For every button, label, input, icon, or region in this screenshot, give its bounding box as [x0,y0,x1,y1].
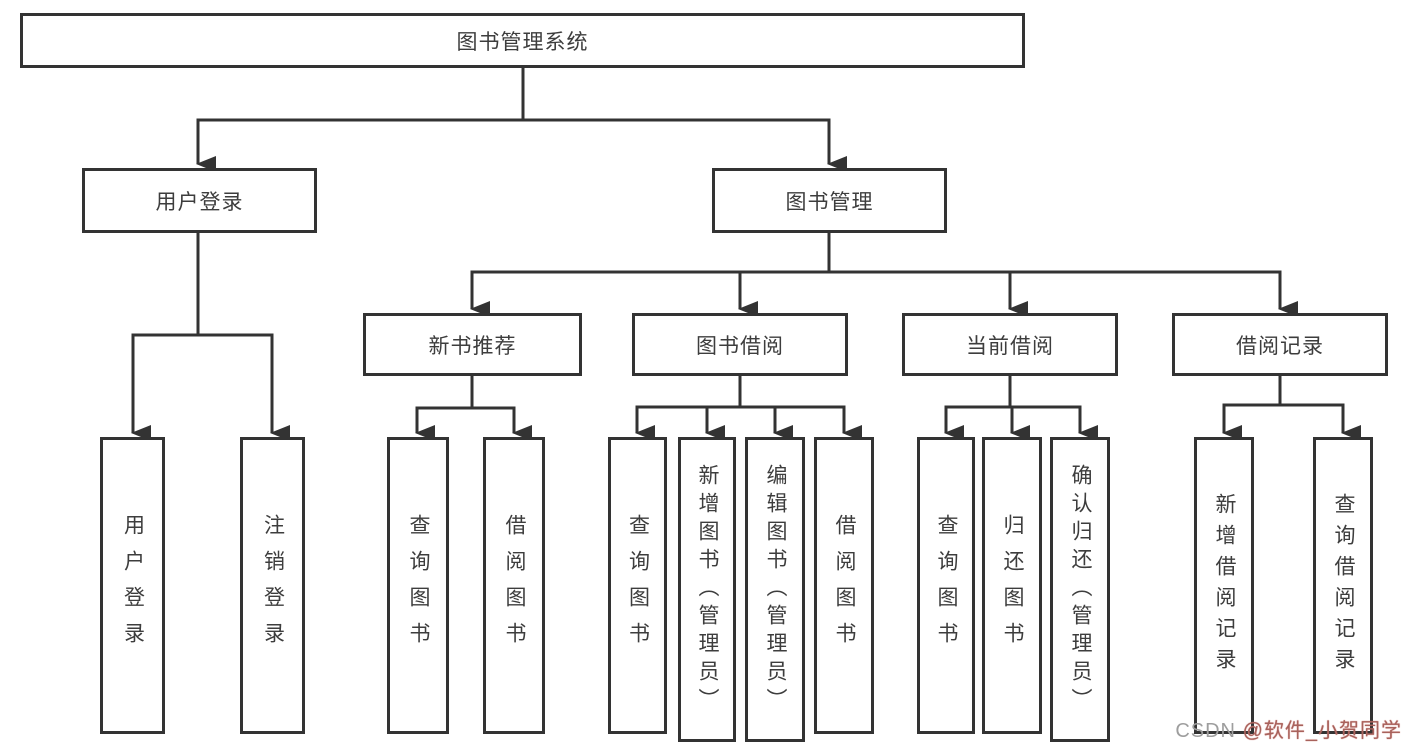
node-user-login: 用户登录 [82,168,317,233]
leaf-nb-query-books: 查询图书 [387,437,449,734]
node-user-login-label: 用户登录 [155,190,244,214]
leaf-logout: 注销登录 [240,437,305,734]
leaf-br-add-record: 新增借阅记录 [1194,437,1254,734]
leaf-bb-borrow-books: 借阅图书 [814,437,874,734]
leaf-nb-borrow-books: 借阅图书 [483,437,545,734]
leaf-bb-query-books: 查询图书 [608,437,667,734]
leaf-nb-query-books-label: 查询图书 [407,513,430,658]
node-book-management: 图书管理 [712,168,947,233]
leaf-logout-label: 注销登录 [261,513,285,658]
node-book-borrow-label: 图书借阅 [696,334,784,358]
watermark-handle: @软件_小贺同学 [1242,720,1402,742]
node-book-borrow: 图书借阅 [632,313,848,376]
leaf-br-query-record-label: 查询借阅记录 [1332,492,1355,679]
leaf-bb-edit-books-admin: 编辑图书（管理员） [745,437,805,742]
leaf-bb-edit-books-admin-label: 编辑图书（管理员） [764,463,787,716]
leaf-cb-return-books-label: 归还图书 [1001,513,1024,658]
node-book-management-label: 图书管理 [785,190,874,214]
leaf-cb-confirm-return-admin: 确认归还（管理员） [1050,437,1110,742]
watermark: CSDN @软件_小贺同学 [1175,714,1402,743]
leaf-bb-query-books-label: 查询图书 [626,513,650,658]
leaf-bb-add-books-admin: 新增图书（管理员） [678,437,736,742]
leaf-bb-borrow-books-label: 借阅图书 [833,513,856,658]
node-root-label: 图书管理系统 [456,30,589,54]
node-root-system: 图书管理系统 [20,13,1025,68]
leaf-cb-return-books: 归还图书 [982,437,1042,734]
leaf-user-login: 用户登录 [100,437,165,734]
leaf-bb-add-books-admin-label: 新增图书（管理员） [696,463,719,716]
node-borrow-records-label: 借阅记录 [1236,334,1324,358]
leaf-cb-query-books-label: 查询图书 [935,513,958,658]
leaf-nb-borrow-books-label: 借阅图书 [503,513,526,658]
node-current-borrow: 当前借阅 [902,313,1118,376]
leaf-br-query-record: 查询借阅记录 [1313,437,1373,734]
node-borrow-records: 借阅记录 [1172,313,1388,376]
node-new-book-recommend: 新书推荐 [363,313,582,376]
node-new-book-recommend-label: 新书推荐 [428,334,517,358]
node-current-borrow-label: 当前借阅 [966,334,1054,358]
leaf-br-add-record-label: 新增借阅记录 [1213,492,1236,679]
leaf-cb-query-books: 查询图书 [917,437,975,734]
watermark-prefix: CSDN [1175,720,1243,742]
leaf-user-login-label: 用户登录 [121,513,145,658]
leaf-cb-confirm-return-admin-label: 确认归还（管理员） [1069,463,1092,716]
